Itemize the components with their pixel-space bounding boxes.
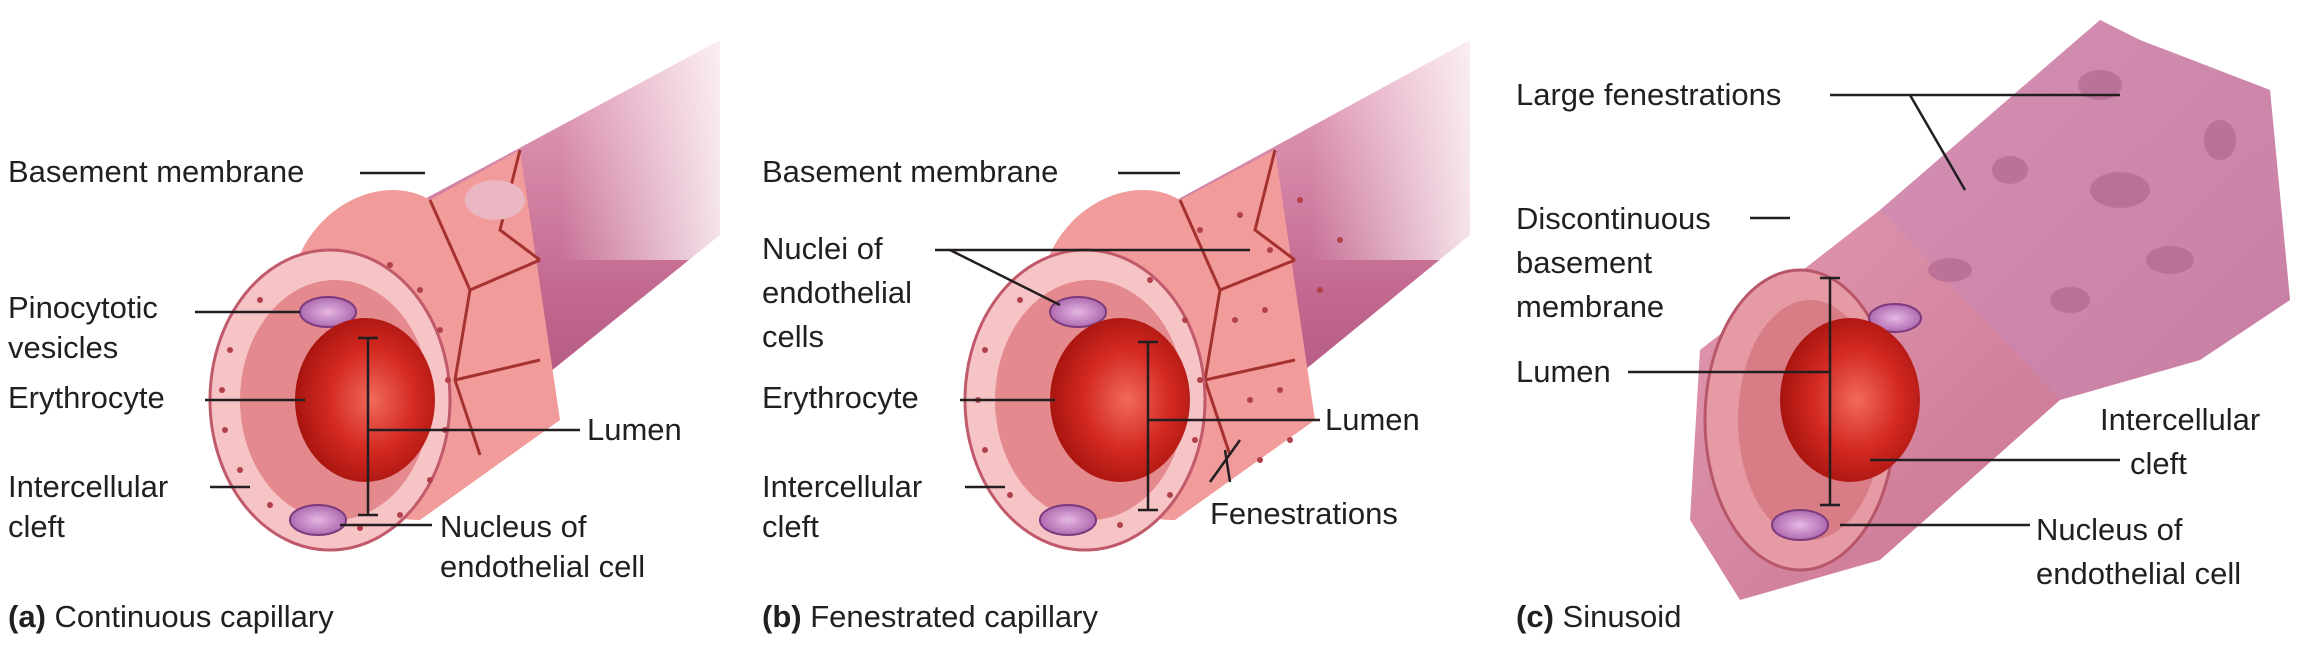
wall-dots bbox=[975, 277, 1203, 528]
label-intercellular-a-1: Intercellular bbox=[8, 469, 169, 504]
label-discontinuous-1: Discontinuous bbox=[1516, 201, 1711, 236]
caption-a-letter: (a) bbox=[8, 599, 46, 634]
label-nucleus-a-1: Nucleus of bbox=[440, 509, 587, 544]
erythrocyte bbox=[1050, 318, 1190, 482]
label-fenestrations: Fenestrations bbox=[1210, 496, 1398, 531]
label-intercellular-b-1: Intercellular bbox=[762, 469, 923, 504]
label-nucleus-c-1: Nucleus of bbox=[2036, 512, 2183, 547]
wall-nucleus-bottom bbox=[1771, 509, 1829, 541]
wall-nucleus-top bbox=[1868, 303, 1922, 333]
fenestrated-capillary-illustration bbox=[935, 30, 1480, 552]
label-pinocytotic-2: vesicles bbox=[8, 330, 119, 365]
wall-nucleus-bottom bbox=[1039, 504, 1097, 536]
tube-fade bbox=[1310, 30, 1480, 260]
wall-nucleus-top bbox=[1049, 296, 1107, 328]
label-basement-membrane-b: Basement membrane bbox=[762, 154, 1059, 189]
label-lumen-b: Lumen bbox=[1325, 402, 1420, 437]
label-erythrocyte-b: Erythrocyte bbox=[762, 380, 919, 415]
caption-a: (a) Continuous capillary bbox=[8, 600, 334, 634]
caption-c: (c) Sinusoid bbox=[1516, 600, 1681, 634]
panel-b-leaders bbox=[935, 171, 1250, 489]
label-nuclei-1: Nuclei of bbox=[762, 231, 883, 266]
erythrocyte bbox=[1780, 318, 1920, 482]
label-discontinuous-2: basement bbox=[1516, 245, 1653, 280]
lumen-bracket bbox=[358, 336, 580, 517]
wall-nucleus-bottom bbox=[289, 504, 347, 536]
cell-borders bbox=[428, 149, 541, 456]
label-intercellular-a-2: cleft bbox=[8, 509, 65, 544]
label-intercellular-c-1: Intercellular bbox=[2100, 402, 2261, 437]
caption-b-text: Fenestrated capillary bbox=[810, 599, 1098, 634]
label-lumen-c: Lumen bbox=[1516, 354, 1611, 389]
caption-c-letter: (c) bbox=[1516, 599, 1554, 634]
caption-b-letter: (b) bbox=[762, 599, 802, 634]
label-nuclei-3: cells bbox=[762, 319, 825, 354]
discontinuous-membrane-sheet bbox=[1880, 20, 2290, 400]
caption-a-text: Continuous capillary bbox=[54, 599, 334, 634]
cell-nucleus-faint bbox=[465, 180, 525, 220]
lumen-bracket bbox=[1820, 276, 1840, 507]
label-discontinuous-3: membrane bbox=[1516, 289, 1665, 324]
sinusoid-illustration bbox=[1628, 20, 2290, 600]
label-large-fenestrations: Large fenestrations bbox=[1516, 77, 1782, 112]
label-lumen-a: Lumen bbox=[587, 412, 682, 447]
label-nucleus-c-2: endothelial cell bbox=[2036, 556, 2242, 591]
panel-a-leaders bbox=[195, 171, 432, 527]
erythrocyte bbox=[295, 318, 435, 482]
fenestration-dots bbox=[1197, 197, 1343, 463]
label-intercellular-b-2: cleft bbox=[762, 509, 819, 544]
label-erythrocyte-a: Erythrocyte bbox=[8, 380, 165, 415]
label-nuclei-2: endothelial bbox=[762, 275, 912, 310]
lumen-bracket bbox=[1138, 340, 1320, 512]
panel-c-leaders bbox=[1628, 93, 2120, 527]
label-intercellular-c-2: cleft bbox=[2130, 446, 2187, 481]
label-pinocytotic-1: Pinocytotic bbox=[8, 290, 158, 325]
continuous-capillary-illustration bbox=[195, 30, 730, 552]
caption-b: (b) Fenestrated capillary bbox=[762, 600, 1098, 634]
tube-fade bbox=[560, 30, 730, 260]
large-fenestration-holes bbox=[1928, 70, 2236, 313]
caption-c-text: Sinusoid bbox=[1562, 599, 1682, 634]
label-basement-membrane-a: Basement membrane bbox=[8, 154, 305, 189]
label-nucleus-a-2: endothelial cell bbox=[440, 549, 646, 584]
cell-borders bbox=[1178, 149, 1296, 456]
